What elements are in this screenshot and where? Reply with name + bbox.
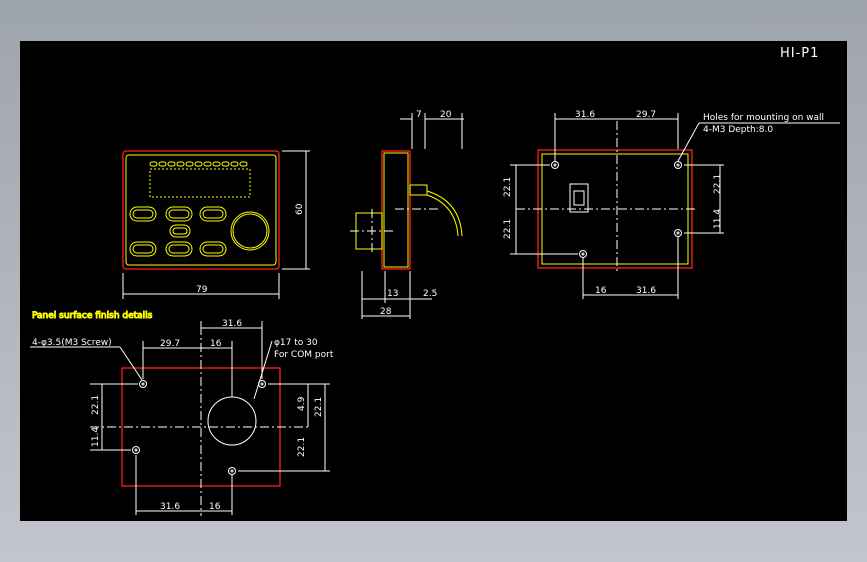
side-view: 7 20 13 2.5 28 [350, 110, 464, 319]
side-top-dim-2: 20 [440, 110, 452, 120]
rotary-knob [230, 211, 270, 251]
keypad [129, 206, 227, 257]
key-6 [165, 241, 193, 257]
com-port [569, 183, 589, 213]
back-right-dim-2: 11.4 [713, 209, 723, 229]
side-top-dim-1: 7 [416, 110, 422, 120]
front-width-label: 79 [196, 285, 208, 295]
side-bottom-dim-2: 2.5 [423, 289, 437, 299]
side-bottom-dim-1: 13 [387, 289, 398, 299]
back-left-dim-2: 22.1 [503, 219, 513, 239]
mount-hole-tr [674, 161, 682, 169]
panel-port-note-line2: For COM port [274, 350, 334, 360]
cad-drawing: HI-P1 [30, 46, 840, 516]
back-top-dim-2: 29.7 [636, 110, 656, 120]
key-1 [129, 206, 157, 222]
key-5 [129, 241, 157, 257]
panel-left-dim-1: 22.1 [91, 395, 101, 415]
panel-bottom-dim-2: 16 [209, 502, 221, 512]
panel-right-dim-3: 22.1 [297, 437, 307, 457]
cable-gland [409, 184, 428, 196]
key-3 [199, 206, 227, 222]
back-top-dim-1: 31.6 [575, 110, 595, 120]
panel-view: Panel surface finish details 4-φ3.5(M3 S… [30, 311, 334, 516]
cable [426, 190, 463, 237]
panel-port-note-line1: φ17 to 30 [274, 338, 318, 348]
panel-heading: Panel surface finish details [32, 311, 153, 321]
back-note-line2: 4-M3 Depth:8.0 [703, 125, 773, 135]
panel-right-dim-1: 4.9 [297, 396, 307, 411]
panel-top-dim-1: 31.6 [222, 319, 242, 329]
back-left-dim-1: 22.1 [503, 177, 513, 197]
screw-hole-bl [132, 446, 140, 454]
screw-hole-br [228, 467, 236, 475]
drawing-title: HI-P1 [780, 46, 819, 61]
mount-hole-br [674, 229, 682, 237]
front-view: 79 60 [122, 150, 310, 299]
front-face [125, 154, 277, 266]
panel-bottom-dim-1: 31.6 [160, 502, 180, 512]
panel-screw-note: 4-φ3.5(M3 Screw) [32, 338, 112, 348]
mount-hole-bl [579, 250, 587, 258]
panel-left-dim-2: 11.4 [91, 427, 101, 447]
screw-hole-tl [139, 380, 147, 388]
led-display [149, 161, 251, 198]
panel-top-dim-3: 16 [210, 339, 222, 349]
com-port-cutout [207, 396, 257, 446]
front-outline [122, 150, 280, 270]
back-bottom-dim-1: 16 [595, 286, 607, 296]
display-window [149, 168, 251, 198]
side-body [381, 150, 411, 270]
back-view: Holes for mounting on wall 4-M3 Depth:8.… [503, 110, 840, 299]
back-bottom-dim-2: 31.6 [636, 286, 656, 296]
mount-hole-tl [551, 161, 559, 169]
drawing-canvas: HI-P1 [20, 41, 847, 521]
side-overall-label: 28 [380, 307, 392, 317]
panel-right-dim-2: 22.1 [314, 397, 324, 417]
front-height-label: 60 [295, 203, 305, 215]
panel-top-dim-2: 29.7 [160, 339, 180, 349]
key-7 [199, 241, 227, 257]
key-4 [169, 224, 191, 238]
back-right-dim-1: 22.1 [713, 174, 723, 194]
back-note-line1: Holes for mounting on wall [703, 113, 824, 123]
key-2 [165, 206, 193, 222]
